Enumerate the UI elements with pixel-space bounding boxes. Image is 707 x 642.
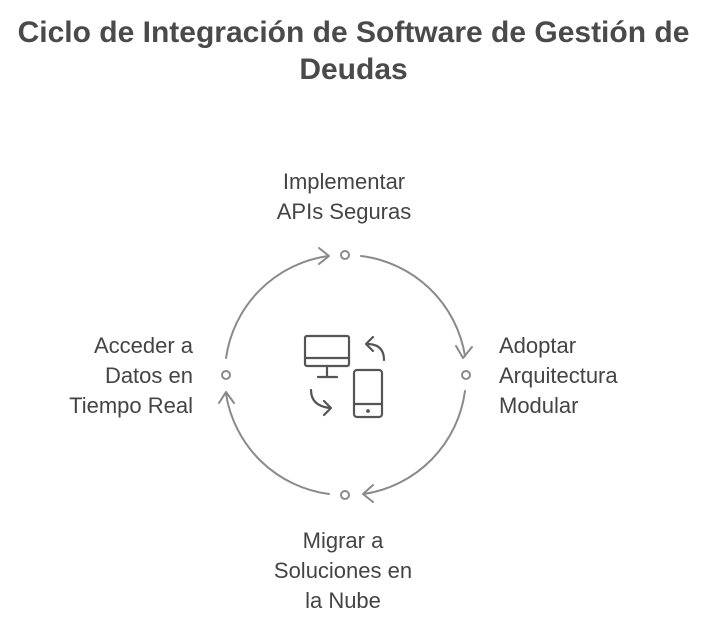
- step-label-line: Implementar: [282, 169, 406, 194]
- step-label-line: APIs Seguras: [276, 199, 412, 224]
- step-label-line: Soluciones en: [273, 558, 413, 583]
- node-top: [340, 250, 350, 260]
- arc-top-to-right: [360, 255, 466, 357]
- phone-icon: [352, 368, 384, 419]
- node-right: [461, 370, 471, 380]
- arrowhead-top-icon: [318, 247, 330, 265]
- arrowhead-bottom-icon: [362, 484, 374, 503]
- step-label-line: Acceder a: [93, 333, 193, 358]
- arc-left-to-top: [225, 255, 329, 359]
- title-line-2: Deudas: [299, 53, 408, 86]
- monitor-icon: [303, 334, 351, 368]
- step-acceder-datos-tiempo-real: Acceder a Datos en Tiempo Real: [20, 331, 193, 421]
- arc-right-to-bottom: [363, 390, 466, 495]
- step-implementar-apis-seguras: Implementar APIs Seguras: [244, 167, 444, 227]
- step-label-line: Tiempo Real: [69, 393, 193, 418]
- diagram-title: Ciclo de Integración de Software de Gest…: [0, 14, 707, 88]
- step-label-line: la Nube: [305, 588, 381, 613]
- node-bottom: [340, 490, 350, 500]
- arc-bottom-to-left: [225, 393, 330, 495]
- step-adoptar-arquitectura-modular: Adoptar Arquitectura Modular: [499, 331, 618, 421]
- step-label-line: Migrar a: [302, 528, 384, 553]
- sync-arrow-top-icon: [365, 342, 386, 362]
- desktop-mobile-sync-icon: [303, 334, 386, 419]
- step-label-line: Datos en: [104, 363, 193, 388]
- step-label-line: Adoptar: [499, 333, 577, 358]
- step-label-line: Modular: [499, 393, 579, 418]
- arrowhead-right-icon: [455, 345, 473, 359]
- step-migrar-soluciones-nube: Migrar a Soluciones en la Nube: [243, 526, 443, 616]
- sync-arrow-bottom-icon: [309, 388, 332, 410]
- title-line-1: Ciclo de Integración de Software de Gest…: [17, 16, 690, 49]
- node-left: [221, 370, 231, 380]
- arrowhead-left-icon: [218, 391, 235, 404]
- step-label-line: Arquitectura: [499, 363, 618, 388]
